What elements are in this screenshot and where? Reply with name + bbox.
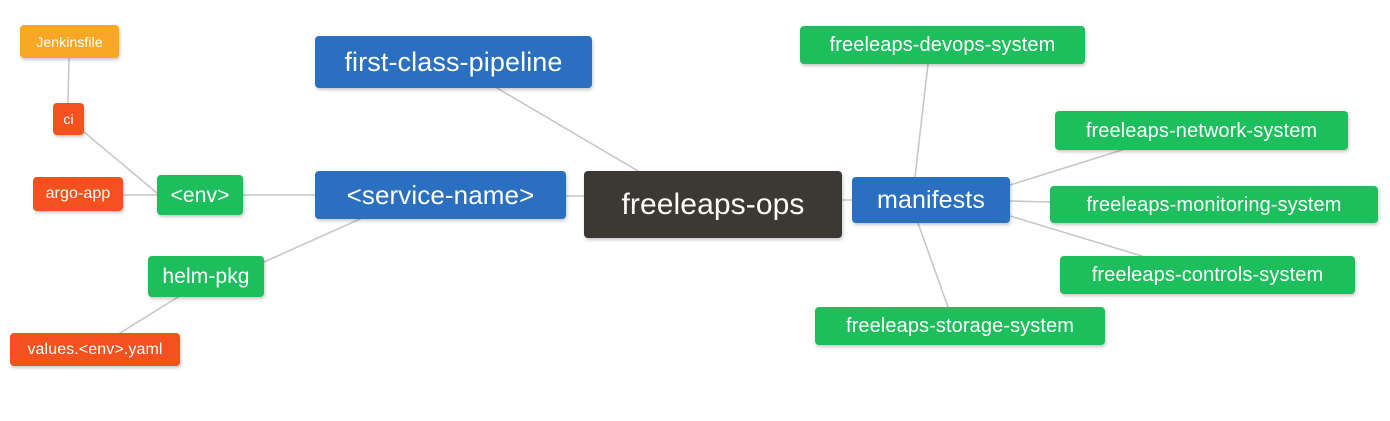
node-label-freeleaps-storage-system: freeleaps-storage-system [845,315,1075,337]
node-service-name[interactable]: <service-name> [315,171,566,219]
node-values-yaml[interactable]: values.<env>.yaml [10,333,180,366]
node-freeleaps-network-system[interactable]: freeleaps-network-system [1055,111,1348,150]
node-helm-pkg[interactable]: helm-pkg [148,256,264,297]
node-freeleaps-devops-system[interactable]: freeleaps-devops-system [800,26,1085,64]
node-label-argo-app: argo-app [45,185,111,202]
node-label-helm-pkg: helm-pkg [162,265,250,288]
edge-pipeline-ops [496,87,639,172]
node-label-jenkinsfile: Jenkinsfile [36,33,103,50]
node-label-manifests: manifests [877,185,985,214]
node-freeleaps-ops[interactable]: freeleaps-ops [584,171,842,238]
edge-manifests-network [1009,149,1123,186]
node-label-values-yaml: values.<env>.yaml [27,340,163,358]
node-label-freeleaps-devops-system: freeleaps-devops-system [829,34,1056,56]
edge-manifests-monitoring [1009,200,1051,203]
node-label-ci: ci [63,111,74,127]
edge-valuesyaml-helmpkg [119,296,179,334]
node-ci[interactable]: ci [53,103,84,135]
node-label-freeleaps-network-system: freeleaps-network-system [1085,119,1318,142]
edge-manifests-devops [914,63,929,178]
node-env[interactable]: <env> [157,175,243,215]
node-freeleaps-monitoring-system[interactable]: freeleaps-monitoring-system [1050,186,1378,223]
node-freeleaps-controls-system[interactable]: freeleaps-controls-system [1060,256,1355,294]
node-label-env: <env> [170,183,230,207]
node-freeleaps-storage-system[interactable]: freeleaps-storage-system [815,307,1105,345]
node-jenkinsfile[interactable]: Jenkinsfile [20,25,119,58]
edge-manifests-storage [917,222,949,308]
node-argo-app[interactable]: argo-app [33,177,123,211]
edge-jenkinsfile-ci [67,57,70,104]
node-label-freeleaps-controls-system: freeleaps-controls-system [1091,264,1324,286]
node-label-service-name: <service-name> [346,180,535,210]
node-first-class-pipeline[interactable]: first-class-pipeline [315,36,592,88]
node-label-freeleaps-ops: freeleaps-ops [621,187,805,221]
node-label-first-class-pipeline: first-class-pipeline [344,46,563,77]
node-manifests[interactable]: manifests [852,177,1010,223]
node-label-freeleaps-monitoring-system: freeleaps-monitoring-system [1086,193,1342,216]
edge-helmpkg-servicename [263,218,361,263]
